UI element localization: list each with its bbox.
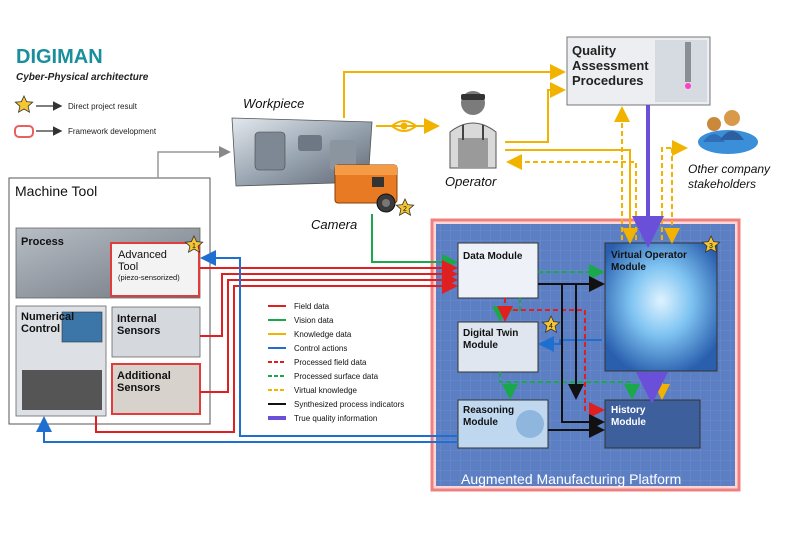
legend-label: Synthesized process indicators bbox=[294, 400, 404, 409]
badge-digital-twin: 4 bbox=[541, 315, 561, 334]
framework-key-swatch bbox=[14, 125, 34, 138]
platform-label: Augmented Manufacturing Platform bbox=[461, 471, 681, 487]
legend-label: True quality information bbox=[294, 414, 377, 423]
camera-label: Camera bbox=[311, 217, 357, 232]
workpiece-label: Workpiece bbox=[243, 96, 304, 111]
advanced-tool-panel bbox=[110, 242, 200, 297]
digital-twin-label-1: Digital Twin bbox=[463, 328, 518, 339]
connector-operator-virtual bbox=[505, 149, 638, 244]
process-label: Process bbox=[21, 236, 64, 248]
reasoning-label-1: Reasoning bbox=[463, 405, 514, 416]
augmented-platform: Augmented Manufacturing Platform Data Mo… bbox=[430, 218, 741, 492]
brand-subtitle: Cyber-Physical architecture bbox=[16, 72, 149, 83]
advanced-tool-label-3: (piezo-sensorized) bbox=[118, 273, 180, 282]
legend-label: Processed surface data bbox=[294, 372, 379, 381]
badge-4-label: 4 bbox=[549, 323, 553, 330]
legend-label: Processed field data bbox=[294, 358, 367, 367]
additional-label-1: Additional bbox=[117, 370, 171, 382]
internal-label-2: Sensors bbox=[117, 325, 160, 337]
connector-virtual-stakeholders bbox=[661, 140, 688, 240]
badge-virtual-operator: 3 bbox=[701, 235, 721, 254]
additional-label-2: Sensors bbox=[117, 382, 160, 394]
star-icon bbox=[14, 95, 34, 114]
key-result-label: Direct project result bbox=[68, 102, 138, 111]
virtual-operator-module bbox=[604, 242, 718, 372]
digital-twin-module bbox=[457, 321, 539, 373]
additional-sensors-panel bbox=[111, 363, 201, 415]
badge-1-label: 1 bbox=[192, 243, 196, 250]
data-module-label: Data Module bbox=[463, 251, 523, 262]
badge-advanced-tool: 1 bbox=[184, 235, 204, 254]
data-module bbox=[457, 242, 539, 299]
badge-3-label: 3 bbox=[709, 243, 713, 250]
machine-tool-group: Machine Tool Process Advanced Tool (piez… bbox=[8, 177, 211, 425]
badge-camera: 2 bbox=[395, 198, 415, 217]
connector-data-history-indicators bbox=[561, 284, 605, 430]
connector-nc-data bbox=[95, 278, 458, 433]
legend-label: Field data bbox=[294, 302, 330, 311]
stakeholders-label-2: stakeholders bbox=[688, 177, 756, 191]
connector-knowledge-quality bbox=[343, 64, 566, 118]
quality-assessment-node: Quality Assessment Procedures bbox=[566, 36, 711, 106]
internal-label-1: Internal bbox=[117, 313, 157, 325]
numerical-label-1: Numerical bbox=[21, 311, 74, 323]
legend-label: Virtual knowledge bbox=[294, 386, 358, 395]
virtual-operator-label-2: Module bbox=[611, 262, 646, 273]
history-module bbox=[604, 399, 701, 449]
quality-label-1: Quality bbox=[572, 43, 617, 58]
reasoning-label-2: Module bbox=[463, 417, 498, 428]
connector-additional-data bbox=[200, 272, 458, 393]
machine-tool-label: Machine Tool bbox=[15, 183, 97, 199]
connectors bbox=[36, 64, 688, 443]
numerical-label-2: Control bbox=[21, 323, 60, 335]
internal-sensors-panel bbox=[111, 306, 201, 358]
history-label-1: History bbox=[611, 405, 646, 416]
advanced-tool-label-1: Advanced bbox=[118, 249, 167, 261]
connector-virtual-twin-control bbox=[538, 336, 602, 352]
connector-twin-history-surface bbox=[499, 372, 640, 400]
camera-icon bbox=[334, 164, 398, 213]
connector-machine-workpiece bbox=[157, 146, 231, 178]
advanced-tool-label-2: Tool bbox=[118, 261, 138, 273]
stakeholders-label-1: Other company bbox=[688, 162, 771, 176]
history-label-2: Module bbox=[611, 417, 646, 428]
connector-reasoning-nc-control bbox=[36, 416, 458, 443]
connector-data-history-field bbox=[505, 309, 605, 418]
legend-label: Knowledge data bbox=[294, 330, 352, 339]
digital-twin-label-2: Module bbox=[463, 340, 498, 351]
key-framework-label: Framework development bbox=[68, 127, 157, 136]
legend-label: Control actions bbox=[294, 344, 347, 353]
quality-label-3: Procedures bbox=[572, 73, 644, 88]
connector-reasoning-tool-control bbox=[200, 250, 458, 437]
stakeholders-icon bbox=[698, 110, 758, 154]
connector-virtual-operator bbox=[506, 154, 637, 240]
virtual-operator-label-1: Virtual Operator bbox=[611, 250, 687, 261]
operator-icon bbox=[449, 91, 497, 169]
operator-label: Operator bbox=[445, 174, 497, 189]
connector-camera-data bbox=[371, 214, 458, 270]
brand-title: DIGIMAN bbox=[16, 46, 103, 68]
connector-operator-quality bbox=[505, 82, 566, 143]
connector-internal-data bbox=[200, 266, 458, 337]
badge-2-label: 2 bbox=[403, 206, 407, 213]
quality-label-2: Assessment bbox=[572, 58, 649, 73]
legend-label: Vision data bbox=[294, 316, 334, 325]
